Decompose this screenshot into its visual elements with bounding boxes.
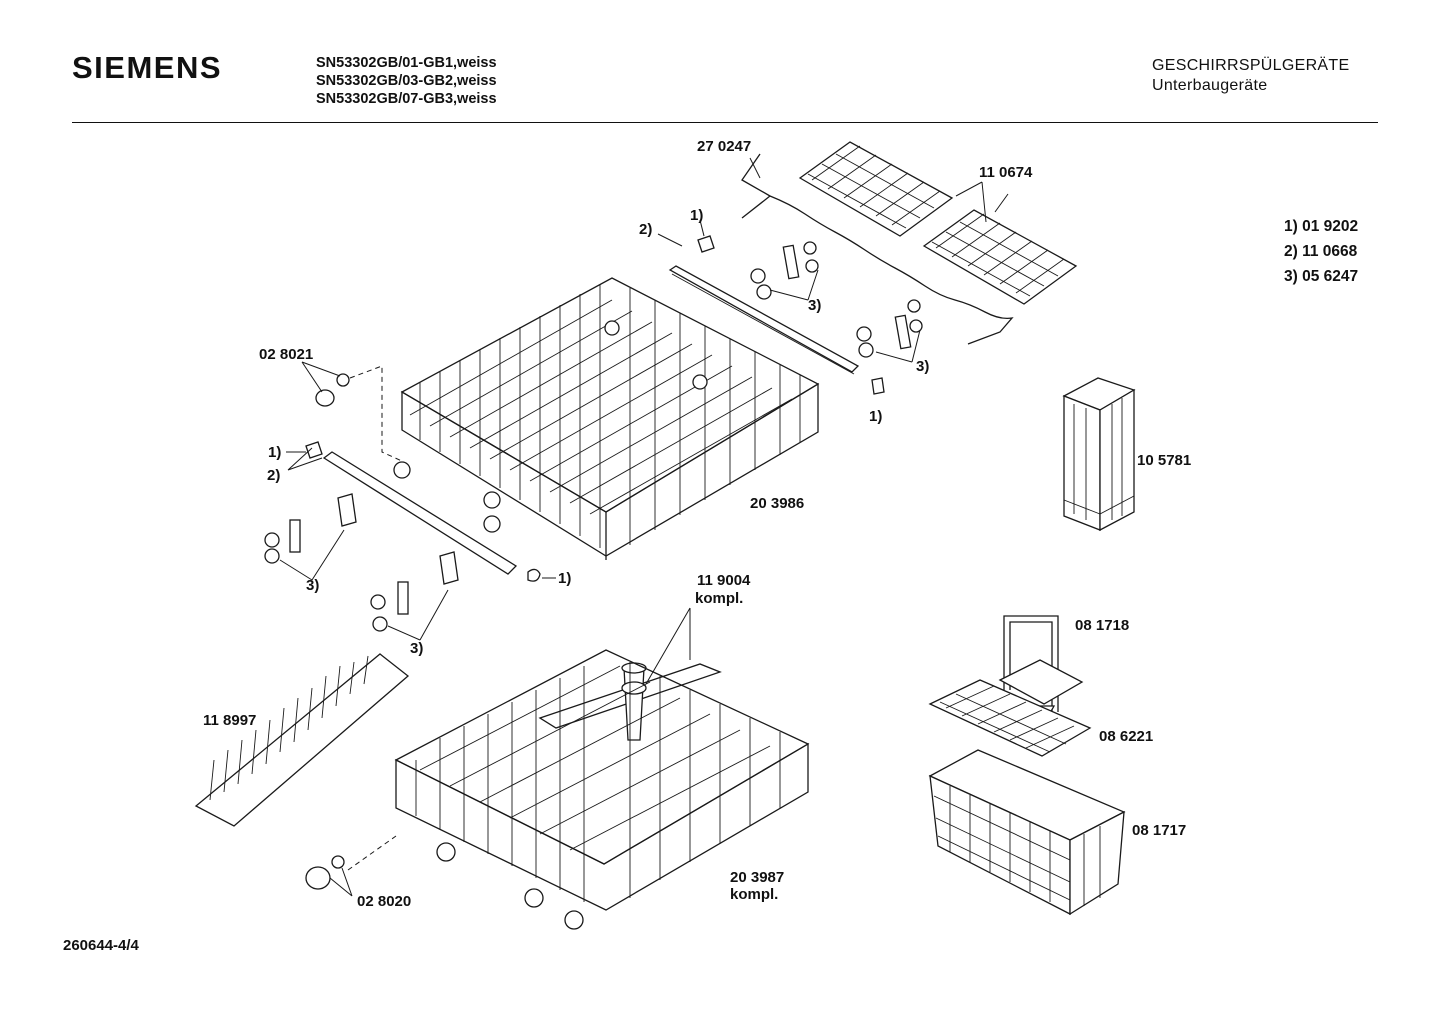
cutlery-basket-part <box>928 749 1126 916</box>
clip-part-left <box>305 441 323 459</box>
legend-item: 1) 01 9202 <box>1284 218 1359 235</box>
part-label: kompl. <box>730 886 779 903</box>
wheel-part-bottom <box>305 855 353 897</box>
brand-logo: SIEMENS <box>72 50 223 85</box>
cutlery-container-part <box>1062 377 1136 532</box>
part-label: 10 5781 <box>1137 452 1192 469</box>
document-number: 260644-4/4 <box>63 937 139 954</box>
callout-label: 2) <box>267 467 281 484</box>
spring-wire-part <box>741 153 1014 345</box>
cutlery-basket-grid-part <box>928 679 1092 757</box>
part-label: 08 1718 <box>1075 617 1130 634</box>
callout-label: 1) <box>268 444 282 461</box>
model-line: SN53302GB/01-GB1,weiss <box>316 55 497 71</box>
callout-label: 2) <box>639 221 653 238</box>
part-label: 20 3987 <box>730 869 785 886</box>
callout-label: 3) <box>916 358 930 375</box>
part-label: 27 0247 <box>697 138 752 155</box>
category-subtitle: Unterbaugeräte <box>1152 77 1268 94</box>
roller-bracket-part-left <box>264 493 459 632</box>
part-label: 11 0674 <box>979 164 1033 181</box>
part-label: 08 1717 <box>1132 822 1187 839</box>
rail-part <box>668 265 860 373</box>
callout-label: 1) <box>558 570 572 587</box>
legend-item: 2) 11 0668 <box>1284 243 1358 260</box>
clip-part-small <box>527 568 541 582</box>
category-title: GESCHIRRSPÜLGERÄTE <box>1152 57 1350 74</box>
model-line: SN53302GB/03-GB2,weiss <box>316 73 497 89</box>
part-label: 02 8020 <box>357 893 412 910</box>
header-divider <box>72 122 1378 123</box>
callout-label: 1) <box>690 207 704 224</box>
callout-label: 3) <box>306 577 320 594</box>
part-label: 02 8021 <box>259 346 314 363</box>
cutlery-basket-handle-part <box>998 615 1084 715</box>
part-label: 11 8997 <box>203 712 257 729</box>
clip-part <box>697 235 885 395</box>
roller-bracket-part <box>750 241 923 358</box>
legend: 1) 01 9202 2) 11 0668 3) 05 6247 <box>1284 214 1358 289</box>
tine-row-part <box>194 653 410 827</box>
part-label: 20 3986 <box>750 495 805 512</box>
product-category: GESCHIRRSPÜLGERÄTE Unterbaugeräte <box>1152 56 1349 96</box>
part-label: 08 6221 <box>1099 728 1154 745</box>
part-label: 11 9004 <box>697 572 751 589</box>
upper-basket-part <box>393 277 820 560</box>
legend-item: 3) 05 6247 <box>1284 268 1359 285</box>
callout-label: 1) <box>869 408 883 425</box>
tip-row-rack-part <box>798 141 1078 305</box>
wheel-part-top <box>301 361 405 463</box>
rail-part-left <box>322 451 518 575</box>
callout-label: 3) <box>410 640 424 657</box>
lower-basket-part <box>347 649 810 930</box>
callout-label: 3) <box>808 297 822 314</box>
part-label: kompl. <box>695 590 744 607</box>
model-line: SN53302GB/07-GB3,weiss <box>316 91 497 107</box>
model-list: SN53302GB/01-GB1,weiss SN53302GB/03-GB2,… <box>316 54 497 108</box>
